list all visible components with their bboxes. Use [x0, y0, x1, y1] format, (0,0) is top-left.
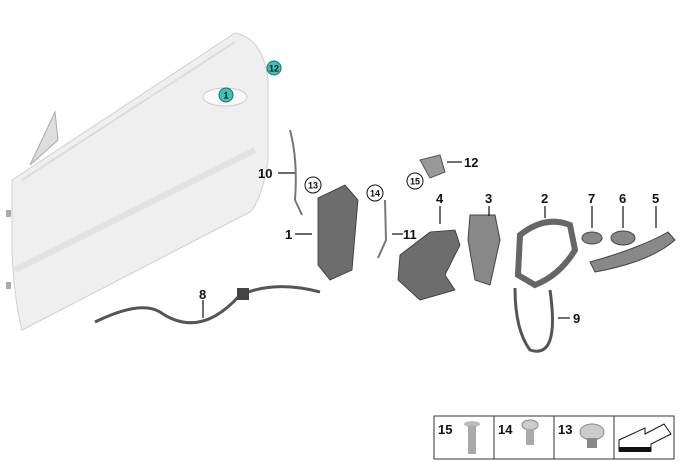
label-9: 9	[573, 311, 580, 326]
label-1: 1	[285, 227, 292, 242]
door-callout-12[interactable]: 12	[266, 60, 282, 76]
circled-label-13: 13	[304, 176, 322, 194]
legend-13: 13	[558, 422, 572, 437]
legend-15: 15	[438, 422, 452, 437]
direction-arrow-icon	[618, 423, 672, 452]
circled-label-15: 15	[406, 172, 424, 190]
svg-text:15: 15	[410, 177, 420, 187]
bracket-4	[397, 229, 461, 301]
screw-14-icon	[521, 419, 539, 445]
label-5: 5	[652, 191, 659, 206]
carrier-3	[467, 214, 501, 286]
label-11: 11	[403, 227, 417, 242]
label-8: 8	[199, 287, 206, 302]
label-6: 6	[619, 191, 626, 206]
svg-text:14: 14	[370, 189, 380, 199]
label-4: 4	[436, 191, 444, 206]
bowden-cable-9	[513, 287, 554, 353]
label-7: 7	[588, 191, 595, 206]
svg-text:12: 12	[269, 64, 279, 74]
striker-12	[419, 154, 446, 179]
label-10: 10	[258, 166, 272, 181]
cover-7	[581, 231, 603, 245]
outer-handle-5	[589, 231, 676, 273]
legend-14: 14	[498, 422, 513, 437]
grommet	[237, 288, 249, 300]
gasket-6	[610, 230, 636, 246]
handle-carrier-2	[514, 218, 579, 289]
door-callout-1[interactable]: 1	[218, 87, 234, 103]
mirror-bracket	[29, 110, 59, 166]
label-2: 2	[541, 191, 548, 206]
label-3: 3	[485, 191, 492, 206]
screw-13-icon	[579, 423, 605, 448]
rod-11	[377, 199, 388, 259]
svg-text:13: 13	[308, 181, 318, 191]
rod-10	[289, 129, 303, 216]
door-shell	[6, 32, 269, 331]
fastener-legend-table: 15 14 13	[433, 415, 675, 460]
circled-label-14: 14	[366, 184, 384, 202]
bowden-cable-8	[94, 285, 321, 325]
svg-text:1: 1	[223, 91, 228, 101]
label-12: 12	[464, 155, 478, 170]
screw-15-icon	[464, 421, 480, 454]
door-lock-1	[317, 184, 359, 281]
